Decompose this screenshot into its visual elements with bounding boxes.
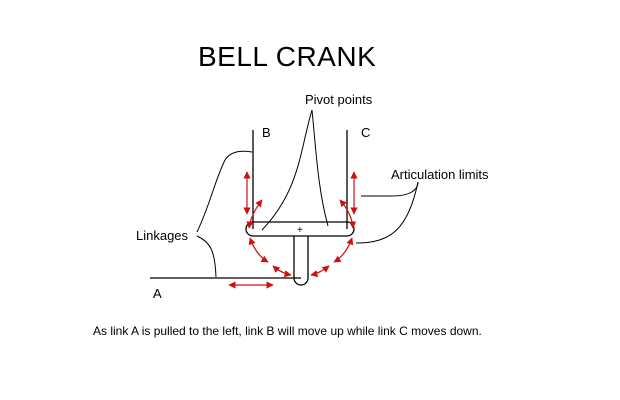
center-pivot-mark: + xyxy=(297,225,303,236)
label-link-b: B xyxy=(262,125,271,140)
arrow-arc-upper-left xyxy=(246,199,263,229)
label-link-a: A xyxy=(153,286,162,301)
label-pivot-points: Pivot points xyxy=(305,92,373,107)
crank-vertical-arm xyxy=(293,236,309,286)
diagram-title: BELL CRANK xyxy=(198,41,376,72)
linkages-leader-lower xyxy=(196,235,217,278)
pivot-leader-left xyxy=(261,109,313,231)
crank-horizontal-arm xyxy=(245,221,355,237)
caption: As link A is pulled to the left, link B … xyxy=(93,324,482,338)
pivot-leader-right xyxy=(311,109,329,227)
label-link-c: C xyxy=(361,125,370,140)
arrow-arc-bottom-right xyxy=(310,265,330,278)
label-linkages: Linkages xyxy=(136,228,189,243)
arrow-arc-lower-right xyxy=(333,237,354,263)
linkages-leader-upper xyxy=(196,150,253,233)
arrow-arc-bottom-left xyxy=(272,265,292,278)
articulation-leader-upper xyxy=(361,181,419,197)
arrow-arc-upper-right xyxy=(339,199,357,229)
articulation-leader-lower xyxy=(355,181,419,244)
arrow-arc-lower-left xyxy=(248,237,269,263)
label-articulation-limits: Articulation limits xyxy=(391,167,489,182)
